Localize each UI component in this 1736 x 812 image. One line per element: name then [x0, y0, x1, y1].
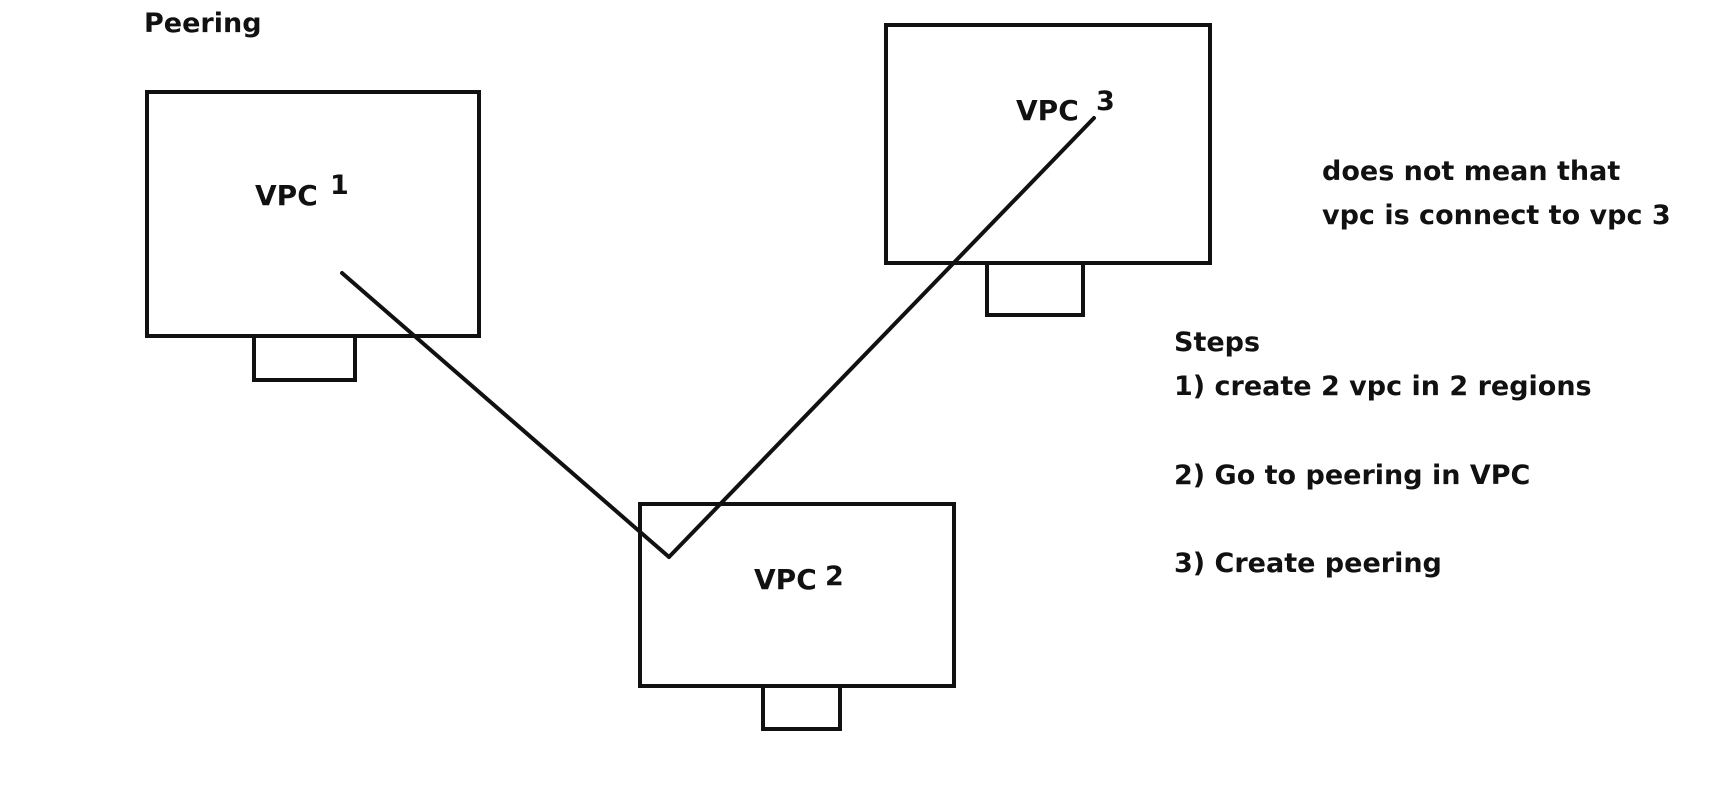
vpc-2-label: VPC [754, 563, 817, 596]
vpc-1-label: VPC [255, 179, 318, 212]
vpc-3-number: 3 [1096, 86, 1115, 117]
vpc-3-box [884, 23, 1212, 265]
vpc-2-tab [761, 684, 842, 731]
note-line-1: does not mean that [1322, 156, 1621, 187]
vpc-1-number: 1 [330, 170, 349, 201]
vpc-3-label: VPC [1016, 94, 1079, 127]
link-vpc2-vpc3 [667, 116, 1096, 559]
diagram-title: Peering [144, 8, 262, 39]
link-vpc1-vpc2 [340, 271, 671, 559]
step-3: 3) Create peering [1174, 548, 1442, 579]
note-line-2: vpc is connect to vpc 3 [1322, 200, 1671, 231]
steps-heading: Steps [1174, 327, 1261, 358]
vpc-1-box [145, 90, 481, 338]
vpc-1-tab [252, 334, 357, 382]
step-1: 1) create 2 vpc in 2 regions [1174, 371, 1592, 402]
step-2: 2) Go to peering in VPC [1174, 460, 1531, 491]
vpc-3-tab [985, 261, 1085, 317]
vpc-2-number: 2 [825, 561, 844, 592]
